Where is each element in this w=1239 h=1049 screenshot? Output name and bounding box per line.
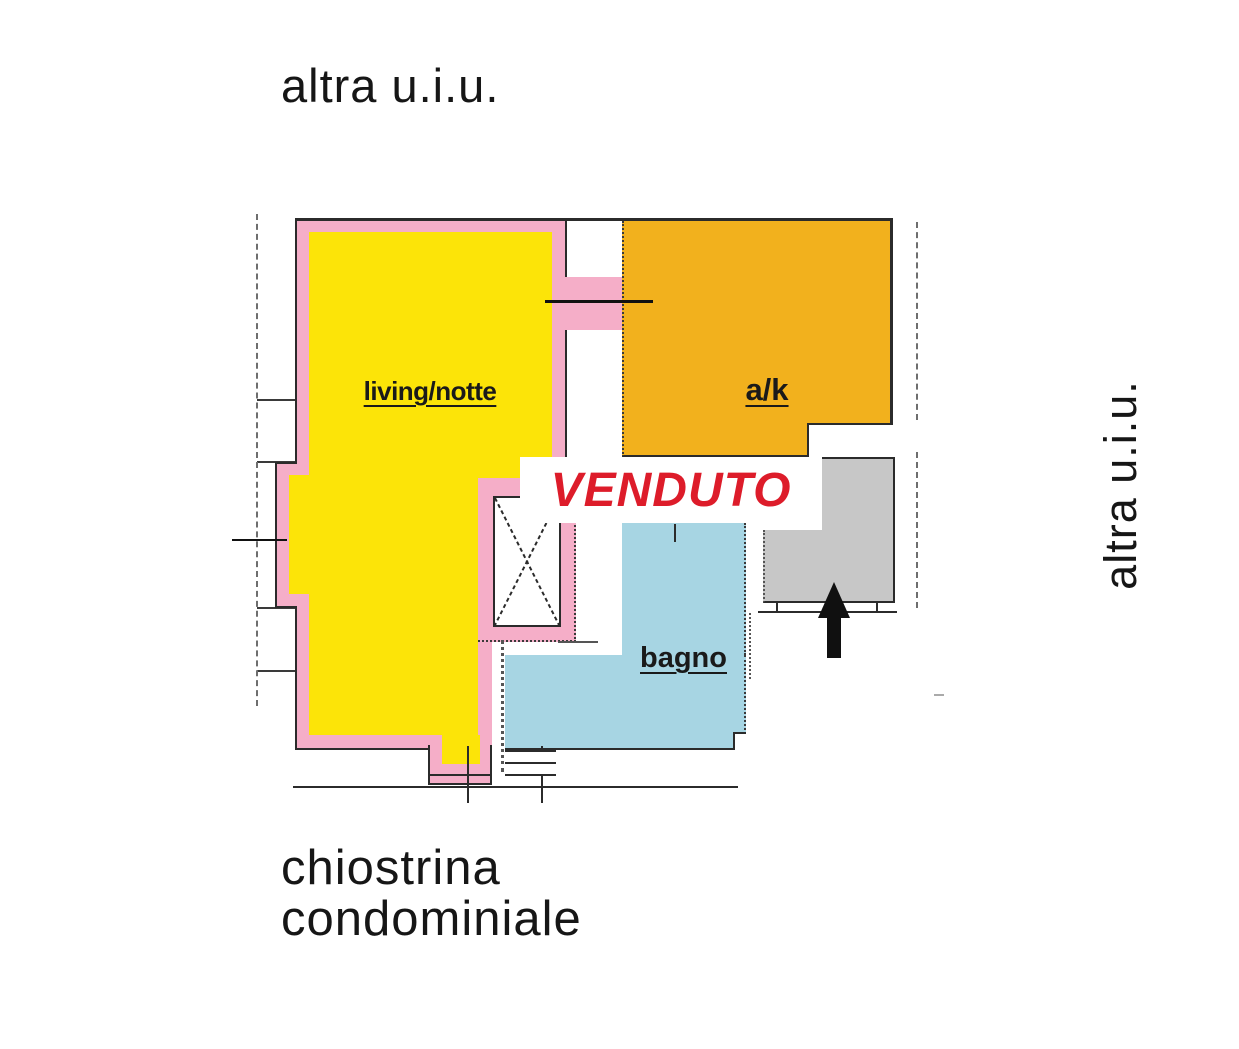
landing-threshold-tick-left <box>776 603 778 613</box>
sold-banner: VENDUTO <box>520 457 822 523</box>
courtyard-label: chiostrina condominiale <box>281 843 582 945</box>
courtyard-label-line2: condominiale <box>281 891 582 946</box>
landing-area-upper <box>822 457 895 530</box>
corridor-line <box>558 641 598 643</box>
stray-mark <box>934 694 944 696</box>
window-sill-bathroom <box>505 750 556 776</box>
living-room-area-bulge <box>289 475 311 594</box>
adjacent-unit-label-right: altra u.i.u. <box>1095 380 1146 590</box>
window-sill-middle-line <box>505 762 556 764</box>
living-room-area-bay <box>442 735 480 764</box>
bathroom-label: bagno <box>640 642 727 674</box>
window-sill-bay <box>430 774 490 785</box>
landing-threshold-tick-right <box>876 603 878 613</box>
courtyard-label-line1: chiostrina <box>281 841 501 895</box>
sold-banner-text: VENDUTO <box>550 463 792 517</box>
boundary-dashed-line-right-lower <box>916 452 918 608</box>
bathroom-top-tick <box>674 524 676 542</box>
bathroom-area-upper <box>622 523 746 655</box>
boundary-dashed-line-left <box>256 214 258 706</box>
bathroom-area-lower <box>505 655 746 750</box>
section-mark-door <box>545 300 653 303</box>
adjacent-unit-label-top: altra u.i.u. <box>281 59 500 112</box>
kitchen-corner-notch <box>807 423 893 457</box>
kitchen-label: a/k <box>745 372 789 407</box>
kitchen-room-area <box>622 221 893 457</box>
boundary-dashed-line-right-upper <box>916 222 918 420</box>
bathroom-corner-notch <box>733 732 746 750</box>
entrance-arrow-tail <box>827 616 841 658</box>
courtyard-wall-line <box>293 786 738 788</box>
living-room-area-lower <box>309 478 478 735</box>
bathroom-left-boundary <box>501 640 504 772</box>
door-leaf-top <box>565 277 622 330</box>
section-mark-left-wall <box>232 539 287 541</box>
wall-recess-bottom-left <box>257 607 297 672</box>
living-room-area-upper <box>309 232 552 478</box>
entrance-arrow-icon <box>818 582 850 618</box>
landing-dotted-line <box>749 613 751 679</box>
living-room-label: living/notte <box>363 376 497 406</box>
wall-recess-top-left <box>257 399 297 463</box>
top-wall-line <box>295 218 893 221</box>
